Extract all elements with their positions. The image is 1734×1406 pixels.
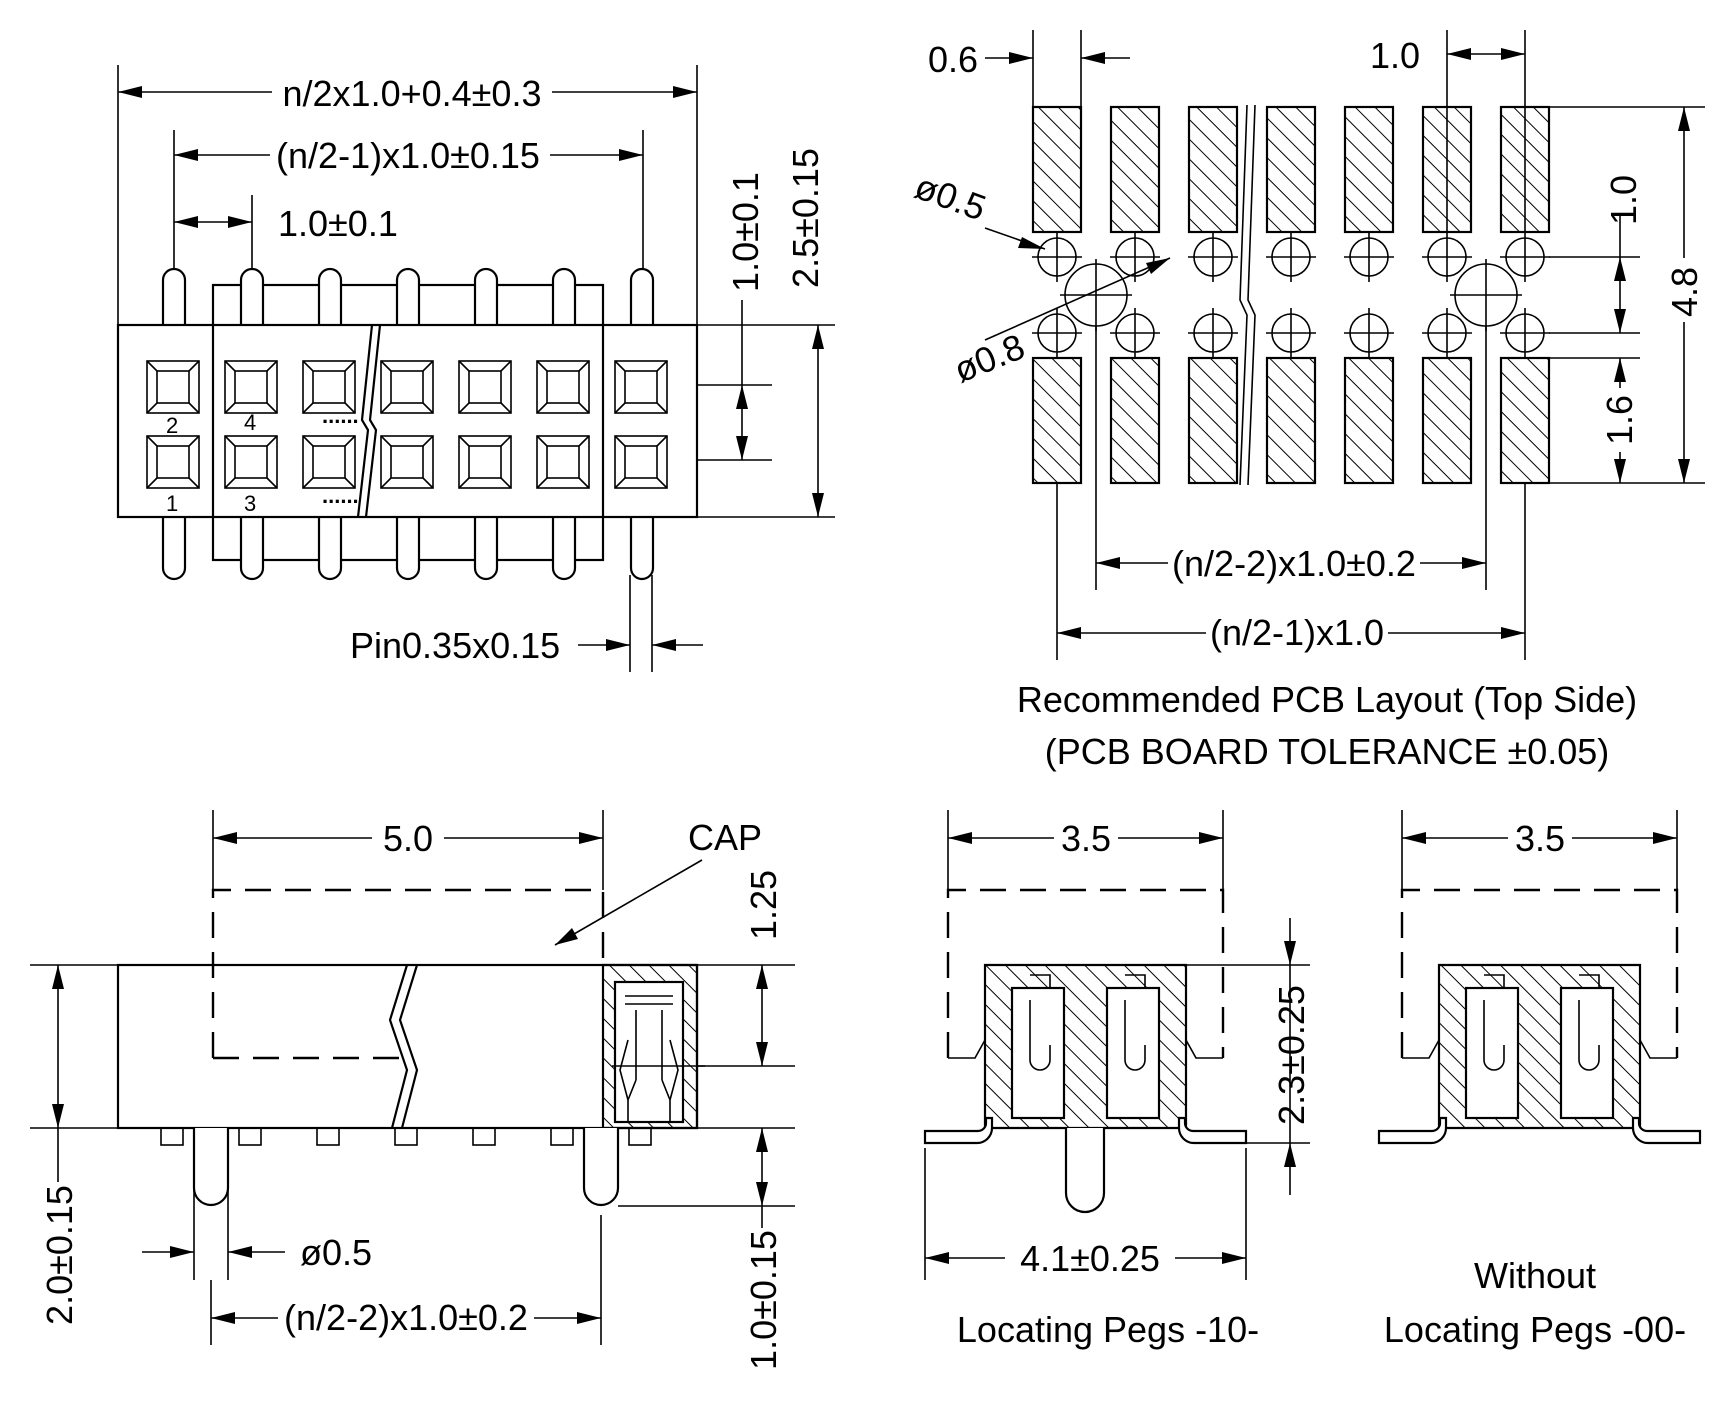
end-cap-outline-no-pegs <box>1400 888 1679 1058</box>
end-view-with-pegs: 3.5 2.3±0.25 4.1±0.25 Locating Pegs -10- <box>923 810 1312 1350</box>
locating-peg-right <box>582 1128 620 1207</box>
pin-size-label: Pin0.35x0.15 <box>350 625 560 666</box>
pin-span-label: (n/2-1)x1.0±0.15 <box>276 135 540 176</box>
end-view-pegs-caption: Locating Pegs -10- <box>957 1309 1259 1350</box>
hole-small-label: ø0.5 <box>910 165 992 228</box>
pcb-dimensions: 0.6 1.0 ø0.5 ø0.8 4.8 <box>910 30 1705 660</box>
pin-number-3: 3 <box>244 491 256 516</box>
pcb-holes-small <box>1032 232 1550 358</box>
pcb-pad-span-label: (n/2-1)x1.0 <box>1210 612 1384 653</box>
overall-depth-label: 2.5±0.15 <box>785 148 826 288</box>
total-length-label: 4.8 <box>1664 267 1705 317</box>
ellipsis-top: ...... <box>322 403 359 428</box>
pcb-peg-span-label: (n/2-2)x1.0±0.2 <box>1172 543 1416 584</box>
end-view-without-pegs: 3.5 Without Locating Pegs -00- <box>1377 810 1702 1350</box>
end-cap-width-label-no-pegs: 3.5 <box>1515 818 1565 859</box>
pad-width-label: 0.6 <box>928 39 978 80</box>
top-view: n/2x1.0+0.4±0.3 (n/2-1)x1.0±0.15 1.0±0.1… <box>116 65 835 672</box>
contact-cavities <box>146 360 668 489</box>
pad-pitch-label: 1.0 <box>1370 35 1420 76</box>
pcb-tolerance-note: (PCB BOARD TOLERANCE ±0.05) <box>1045 731 1610 772</box>
body-height-label: 2.0±0.15 <box>39 1185 80 1325</box>
end-view-no-pegs-caption-2: Locating Pegs -00- <box>1384 1309 1686 1350</box>
cap-outline <box>211 888 605 1058</box>
cap-width-label: 5.0 <box>383 818 433 859</box>
end-view-pegs-dimensions: 3.5 2.3±0.25 4.1±0.25 <box>924 810 1312 1280</box>
side-view: 5.0 CAP 1.25 2.0±0.15 1.0±0.15 <box>30 810 795 1370</box>
top-view-dimensions: n/2x1.0+0.4±0.3 (n/2-1)x1.0±0.15 1.0±0.1… <box>117 65 835 672</box>
pin-number-2: 2 <box>166 413 178 438</box>
pcb-pads-bottom <box>1031 356 1551 485</box>
bottom-pins <box>161 517 655 581</box>
foot-span-label: 4.1±0.25 <box>1020 1238 1160 1279</box>
pin-number-1: 1 <box>166 491 178 516</box>
top-pins <box>161 267 655 325</box>
overall-width-label: n/2x1.0+0.4±0.3 <box>283 73 542 114</box>
pcb-layout-title: Recommended PCB Layout (Top Side) <box>1017 679 1637 720</box>
side-peg-span-label: (n/2-2)x1.0±0.2 <box>284 1297 528 1338</box>
end-view-no-pegs-dimensions: 3.5 <box>1401 810 1678 890</box>
end-cap-width-label: 3.5 <box>1061 818 1111 859</box>
pcb-pads-top <box>1031 105 1551 234</box>
pin-number-4: 4 <box>244 410 256 435</box>
ellipsis-bottom: ...... <box>322 483 359 508</box>
peg-length-label: 1.0±0.15 <box>743 1230 784 1370</box>
peg-dia-label: ø0.5 <box>300 1232 372 1273</box>
pitch-label: 1.0±0.1 <box>278 203 398 244</box>
housing-body <box>116 323 699 519</box>
cap-height-label: 1.25 <box>743 870 784 940</box>
pcb-layout-view: 0.6 1.0 ø0.5 ø0.8 4.8 <box>910 30 1705 772</box>
cap-label: CAP <box>688 817 762 858</box>
locating-peg-left <box>192 1128 230 1207</box>
row-spacing-label: 1.0 <box>1603 175 1644 225</box>
side-view-dimensions: 5.0 CAP 1.25 2.0±0.15 1.0±0.15 <box>30 810 795 1370</box>
end-view-no-pegs-caption-1: Without <box>1474 1255 1596 1296</box>
row-pitch-label: 1.0±0.1 <box>725 172 766 292</box>
pad-length-label: 1.6 <box>1599 395 1640 445</box>
end-cap-outline <box>946 888 1225 1058</box>
end-height-label: 2.3±0.25 <box>1271 985 1312 1125</box>
hole-large-label: ø0.8 <box>948 326 1030 391</box>
